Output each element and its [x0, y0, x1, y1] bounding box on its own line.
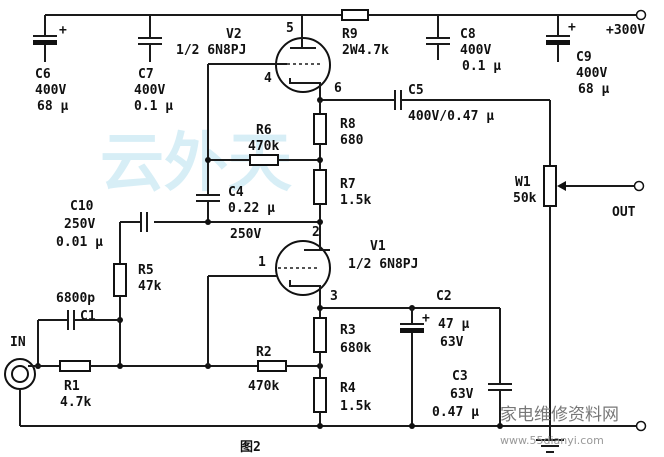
- resistor-r2: [257, 360, 287, 372]
- c4-voltage: 250V: [230, 227, 261, 242]
- output-label: OUT: [612, 205, 636, 220]
- c10-voltage: 250V: [64, 217, 95, 232]
- r5-ref: R5: [138, 263, 154, 278]
- r7-value: 1.5k: [340, 193, 371, 208]
- resistor-r6: [249, 154, 279, 166]
- v2-pin-cathode: 6: [334, 81, 342, 96]
- c3-value: 0.47 μ: [432, 405, 479, 420]
- c3-ref: C3: [452, 369, 468, 384]
- input-connector: [4, 358, 36, 390]
- capacitor-c10: [140, 212, 154, 232]
- resistor-r8: [313, 113, 327, 145]
- c6-ref: C6: [35, 67, 51, 82]
- c10-ref: C10: [70, 199, 94, 214]
- c2-value: 47 μ: [438, 317, 469, 332]
- r6-value: 470k: [248, 139, 279, 154]
- svg-text:+: +: [422, 311, 430, 326]
- c9-ref: C9: [576, 50, 592, 65]
- v1-pin-cathode: 3: [330, 289, 338, 304]
- resistor-r5: [113, 263, 127, 297]
- r6-ref: R6: [256, 123, 272, 138]
- v1-type: 1/2 6N8PJ: [348, 257, 418, 272]
- resistor-r7: [313, 169, 327, 205]
- supply-terminal: [635, 9, 647, 21]
- capacitor-c6: +: [33, 15, 67, 62]
- r8-ref: R8: [340, 117, 356, 132]
- c8-value: 0.1 μ: [462, 59, 501, 74]
- c10-value: 0.01 μ: [56, 235, 103, 250]
- c9-value: 68 μ: [578, 82, 609, 97]
- r5-value: 47k: [138, 279, 162, 294]
- c7-ref: C7: [138, 67, 154, 82]
- c7-voltage: 400V: [134, 83, 165, 98]
- c4-value: 0.22 μ: [228, 201, 275, 216]
- supply-label: +300V: [606, 23, 645, 38]
- r7-ref: R7: [340, 177, 356, 192]
- ground-symbol: [536, 426, 564, 453]
- capacitor-c1: [67, 310, 75, 330]
- c6-voltage: 400V: [35, 83, 66, 98]
- r3-ref: R3: [340, 323, 356, 338]
- c1-value: 6800p: [56, 291, 95, 306]
- r1-ref: R1: [64, 379, 80, 394]
- resistor-r4: [313, 377, 327, 413]
- resistor-r1: [59, 360, 91, 372]
- c5-value: 400V/0.47 μ: [408, 109, 494, 124]
- r1-value: 4.7k: [60, 395, 91, 410]
- capacitor-c9: +: [546, 15, 576, 62]
- c5-ref: C5: [408, 83, 424, 98]
- r2-value: 470k: [248, 379, 279, 394]
- capacitor-c3: [488, 383, 512, 391]
- c9-voltage: 400V: [576, 66, 607, 81]
- c2-voltage: 63V: [440, 335, 464, 350]
- v2-ref: V2: [226, 27, 242, 42]
- r4-value: 1.5k: [340, 399, 371, 414]
- r4-ref: R4: [340, 381, 356, 396]
- ground-bus: [19, 389, 647, 432]
- v1-pin-grid: 1: [258, 255, 266, 270]
- r3-value: 680k: [340, 341, 371, 356]
- v1-ref: V1: [370, 239, 386, 254]
- c7-value: 0.1 μ: [134, 99, 173, 114]
- capacitor-c7: [138, 15, 162, 62]
- c6-value: 68 μ: [37, 99, 68, 114]
- figure-caption: 图2: [240, 440, 261, 455]
- corner-watermark-url: www.55dianyi.com: [500, 434, 604, 447]
- v2-pin-grid: 4: [264, 71, 272, 86]
- r9-value: 2W4.7k: [342, 43, 389, 58]
- v2-type: 1/2 6N8PJ: [176, 43, 246, 58]
- resistor-r3: [313, 317, 327, 353]
- svg-text:+: +: [568, 20, 576, 35]
- capacitor-c2: +: [400, 308, 430, 426]
- c3-voltage: 63V: [450, 387, 474, 402]
- supply-rail: [45, 9, 647, 21]
- corner-watermark: 家电维修资料网: [500, 405, 619, 425]
- c2-ref: C2: [436, 289, 452, 304]
- v2-pin-plate: 5: [286, 21, 294, 36]
- resistor-r9: [341, 9, 369, 21]
- c8-ref: C8: [460, 27, 476, 42]
- capacitor-c8: [426, 15, 450, 60]
- capacitor-c5: [394, 90, 402, 110]
- w1-value: 50k: [513, 191, 537, 206]
- c4-ref: C4: [228, 185, 244, 200]
- c8-voltage: 400V: [460, 43, 491, 58]
- w1-ref: W1: [515, 175, 531, 190]
- potentiometer-w1: [543, 165, 645, 207]
- r2-ref: R2: [256, 345, 272, 360]
- tube-v1: [275, 238, 331, 308]
- r8-value: 680: [340, 133, 364, 148]
- input-label: IN: [10, 335, 26, 350]
- tube-v2: [275, 15, 331, 100]
- c1-ref: C1: [80, 309, 96, 324]
- svg-text:+: +: [59, 23, 67, 38]
- v1-pin-plate: 2: [312, 225, 320, 240]
- r9-ref: R9: [342, 27, 358, 42]
